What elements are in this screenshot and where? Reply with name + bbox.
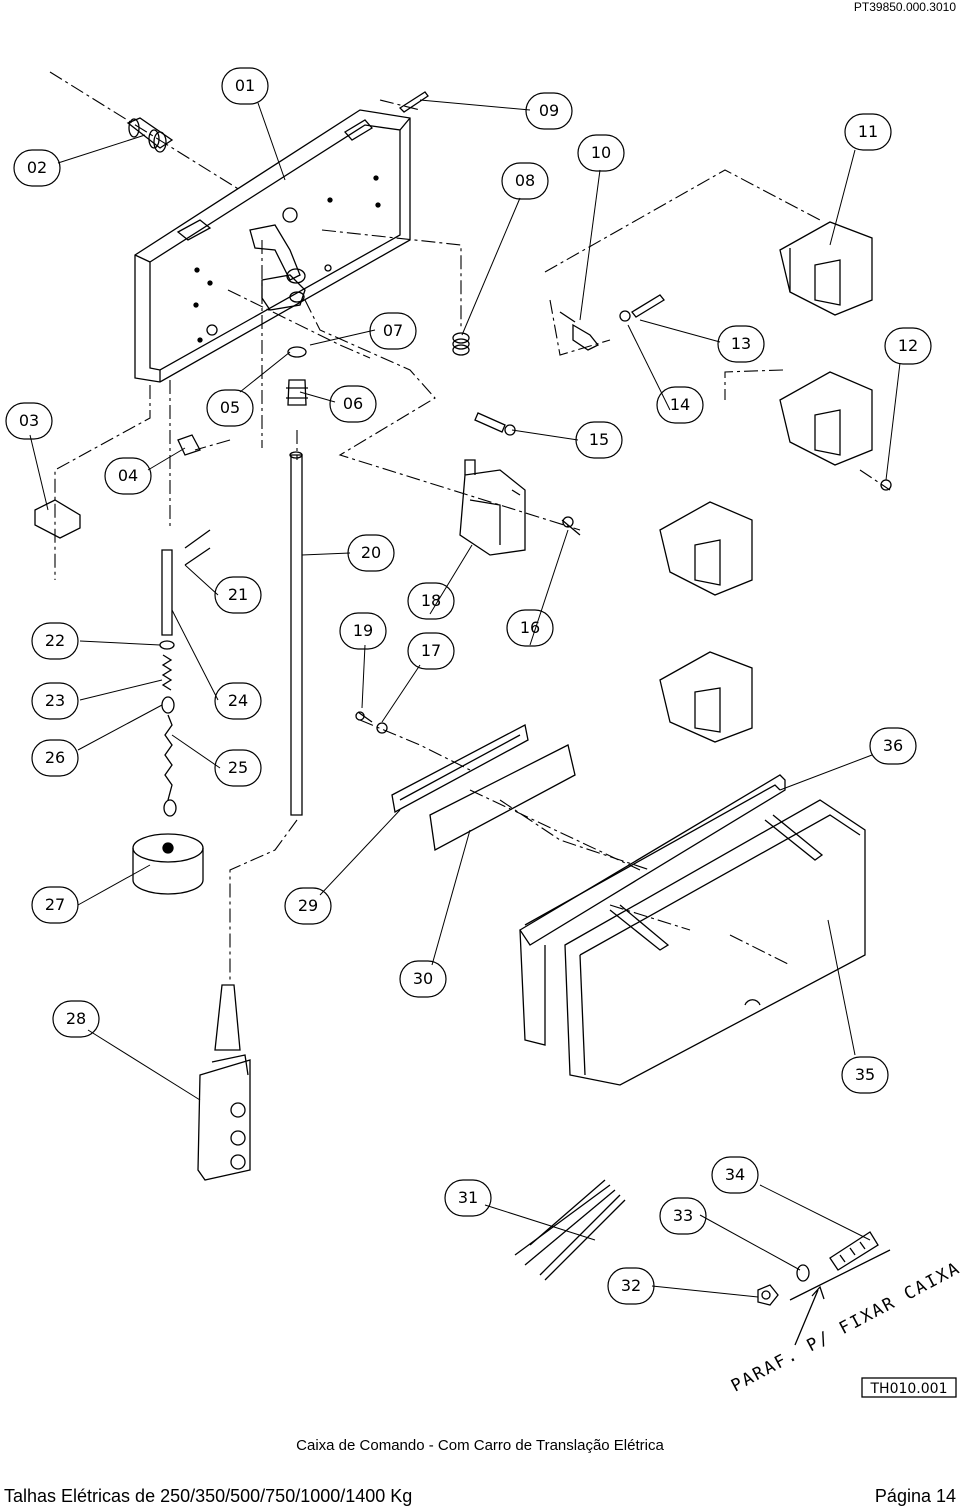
callout-label-03: 03	[19, 411, 39, 430]
callout-label-25: 25	[228, 758, 248, 777]
drawing-ref-box	[861, 1377, 957, 1398]
callout-label-32: 32	[621, 1276, 641, 1295]
callout-label-06: 06	[343, 394, 363, 413]
contactor-11	[779, 221, 873, 316]
note-arrow	[794, 1285, 825, 1346]
callout-label-02: 02	[27, 158, 47, 177]
callout-bubbles	[5, 67, 932, 1305]
callout-label-20: 20	[361, 543, 381, 562]
callout-label-36: 36	[883, 736, 903, 755]
callout-label-10: 10	[591, 143, 611, 162]
drawing-reference: TH010.001	[870, 1381, 948, 1397]
callout-label-24: 24	[228, 691, 248, 710]
oring-05	[287, 346, 307, 358]
callout-label-35: 35	[855, 1065, 875, 1084]
callout-label-15: 15	[589, 430, 609, 449]
limit-switch-10	[559, 311, 600, 351]
callout-label-12: 12	[898, 336, 918, 355]
bracket-assembly	[249, 224, 306, 311]
washer-33	[796, 1264, 810, 1282]
callout-label-21: 21	[228, 585, 248, 604]
callout-label-11: 11	[858, 122, 878, 141]
figure-caption: Caixa de Comando - Com Carro de Translaç…	[296, 1437, 664, 1454]
chain-25	[161, 696, 177, 817]
footer-page-number: Página 14	[874, 1486, 956, 1506]
enclosure-box-35	[519, 774, 866, 1086]
callout-label-01: 01	[235, 76, 255, 95]
nut-17	[376, 722, 388, 734]
note-leader	[789, 1249, 891, 1301]
contactor-12	[779, 371, 892, 491]
transformer-18	[459, 459, 526, 556]
rod-21	[161, 529, 211, 636]
callout-label-19: 19	[353, 621, 373, 640]
weight-27	[132, 833, 204, 895]
fitting-06	[286, 379, 308, 406]
terminal-strip-29	[391, 724, 529, 814]
callout-label-28: 28	[66, 1009, 86, 1028]
nut-32	[757, 1284, 779, 1306]
bolt-19	[355, 711, 373, 723]
callout-label-05: 05	[220, 398, 240, 417]
callout-label-23: 23	[45, 691, 65, 710]
callout-label-09: 09	[539, 101, 559, 120]
callout-label-33: 33	[673, 1206, 693, 1225]
callout-label-34: 34	[725, 1165, 745, 1184]
callout-label-08: 08	[515, 171, 535, 190]
contactor-spare-2	[659, 651, 753, 743]
rod-20	[289, 451, 303, 816]
callout-label-29: 29	[298, 896, 318, 915]
screw-15	[474, 412, 516, 436]
terminal-block-03	[34, 499, 81, 539]
screw-13	[619, 294, 665, 322]
bolt-34	[829, 1231, 879, 1271]
callout-label-27: 27	[45, 895, 65, 914]
screw-note: PARAF. P/ FIXAR CAIXA	[728, 1258, 960, 1396]
pendant-28	[197, 984, 251, 1181]
callout-leaders	[29, 99, 901, 1298]
wires-31	[514, 1179, 626, 1281]
callout-label-13: 13	[731, 334, 751, 353]
grommet-08	[452, 332, 470, 356]
callout-label-31: 31	[458, 1188, 478, 1207]
footer-product-line: Talhas Elétricas de 250/350/500/750/1000…	[4, 1486, 413, 1506]
assembly-centerlines	[49, 71, 891, 980]
clip-04	[177, 434, 201, 456]
document-code: PT39850.000.3010	[853, 0, 956, 14]
screw-16	[561, 516, 581, 536]
callout-label-26: 26	[45, 748, 65, 767]
washer-22	[159, 640, 175, 650]
callout-label-30: 30	[413, 969, 433, 988]
contactor-spare-1	[659, 501, 753, 596]
cable-gland-part	[126, 117, 174, 153]
callout-label-16: 16	[520, 618, 540, 637]
callout-label-14: 14	[670, 395, 690, 414]
callout-label-17: 17	[421, 641, 441, 660]
callout-label-07: 07	[383, 321, 403, 340]
pin-09	[398, 91, 429, 113]
panel-frame	[134, 109, 411, 383]
callout-label-04: 04	[118, 466, 138, 485]
callout-label-22: 22	[45, 631, 65, 650]
spring-23	[161, 654, 173, 691]
callout-label-18: 18	[421, 591, 441, 610]
plate-30	[429, 744, 576, 852]
